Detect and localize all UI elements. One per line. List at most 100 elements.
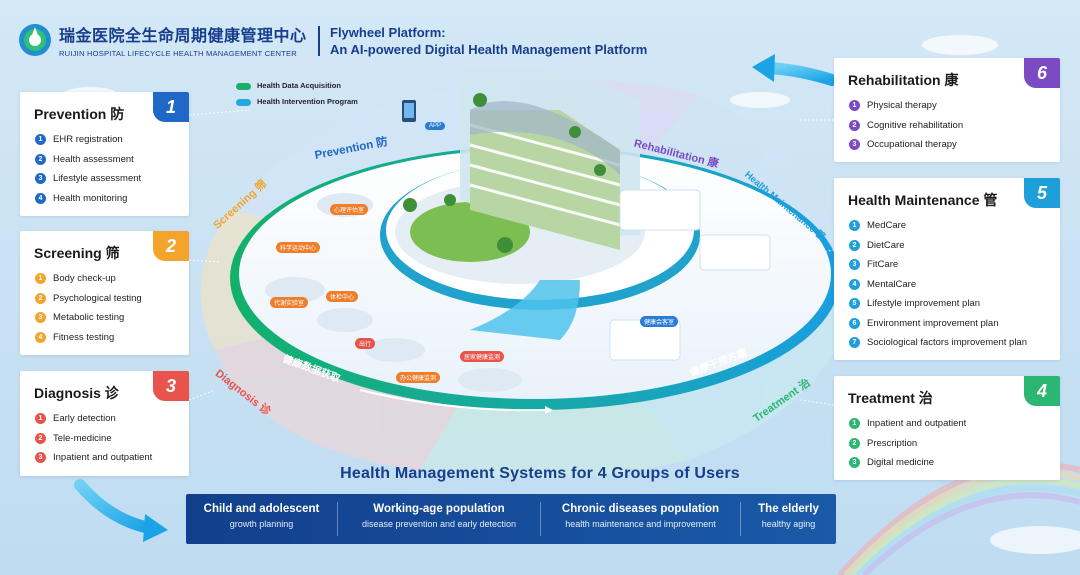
legend-swatch-blue [236,98,251,106]
group-title: The elderly [758,503,819,515]
ruijin-logo [19,24,51,56]
scene-tag: 出行 [355,338,376,349]
item-number-icon: 2 [35,432,46,444]
green-building [403,68,640,253]
card-badge: 5 [1024,178,1060,208]
item-number-icon: 2 [849,119,860,131]
item-number-icon: 7 [849,337,860,349]
item-label: Tele-medicine [53,432,112,444]
card-title: Treatment 治 [848,390,933,406]
user-group-elderly: The elderly healthy aging [741,502,836,536]
header-divider [318,26,320,56]
list-item: 7 Sociological factors improvement plan [849,333,1027,353]
group-subtitle: health maintenance and improvement [565,519,716,529]
item-label: Lifestyle assessment [53,173,142,185]
legend-item-acquisition: Health Data Acquisition [236,78,358,94]
user-groups-title: Health Management Systems for 4 Groups o… [340,465,740,482]
group-title: Child and adolescent [203,503,320,515]
user-groups-bar: Child and adolescent growth planning Wor… [186,494,836,544]
item-number-icon: 1 [35,273,46,285]
item-label: Environment improvement plan [867,317,999,329]
item-label: Prescription [867,437,918,449]
item-label: FitCare [867,259,899,271]
item-number-icon: 1 [849,220,860,232]
item-number-icon: 1 [35,134,46,146]
title-line-1: Flywheel Platform: [330,25,446,40]
waterfall [470,280,580,340]
item-label: Early detection [53,413,116,425]
scene-tag: 心理评估室 [330,204,369,215]
group-subtitle: disease prevention and early detection [361,519,517,529]
scene-tag: 办公健康监测 [396,372,441,383]
item-number-icon: 4 [35,192,46,204]
org-name-cn: 瑞金医院全生命周期健康管理中心 [59,28,307,45]
item-label: Sociological factors improvement plan [867,337,1027,349]
card-badge: 4 [1024,376,1060,406]
list-item: 3 Lifestyle assessment [35,169,141,189]
list-item: 3 Metabolic testing [35,308,142,328]
item-number-icon: 3 [35,312,46,324]
item-label: Cognitive rehabilitation [867,119,964,131]
item-number-icon: 3 [35,173,46,185]
item-label: Inpatient and outpatient [53,452,153,464]
title-line-2: An AI-powered Digital Health Management … [330,42,648,57]
item-number-icon: 2 [849,239,860,251]
list-item: 3 Inpatient and outpatient [35,448,152,468]
item-label: Digital medicine [867,457,935,469]
scene-tag-app: APP [425,122,446,130]
list-item: 1 MedCare [849,216,1027,236]
user-group-chronic: Chronic diseases population health maint… [541,502,741,536]
card-badge: 3 [153,371,189,401]
legend-label: Health Data Acquisition [257,81,341,90]
list-item: 2 Cognitive rehabilitation [849,116,963,136]
top-right-arrow [764,62,838,86]
item-label: Physical therapy [867,100,937,112]
legend-swatch-green [236,82,251,90]
card-title: Screening 筛 [34,245,120,261]
item-number-icon: 4 [849,278,860,290]
legend: Health Data Acquisition Health Intervent… [236,78,358,110]
item-label: MentalCare [867,278,917,290]
item-label: MedCare [867,220,907,232]
item-number-icon: 5 [849,298,860,310]
card-badge: 1 [153,92,189,122]
card-badge: 6 [1024,58,1060,88]
item-label: Psychological testing [53,292,142,304]
scene-tag: 居家健康监测 [460,351,505,362]
scene-tag: 健康会客室 [640,316,679,327]
card-items: 1 Physical therapy 2 Cognitive rehabilitat… [849,96,963,155]
scene-tag: 体检中心 [326,291,359,302]
card-badge: 2 [153,231,189,261]
right-scenes [609,189,771,361]
item-number-icon: 3 [849,457,860,469]
item-number-icon: 1 [849,100,860,112]
item-label: Fitness testing [53,331,115,343]
list-item: 1 Physical therapy [849,96,963,116]
item-label: EHR registration [53,134,123,146]
item-number-icon: 3 [849,139,860,151]
item-number-icon: 3 [35,452,46,464]
scene-tag: 代谢实验室 [270,297,309,308]
item-label: Metabolic testing [53,312,125,324]
legend-label: Health Intervention Program [257,97,358,106]
legend-item-intervention: Health Intervention Program [236,94,358,110]
